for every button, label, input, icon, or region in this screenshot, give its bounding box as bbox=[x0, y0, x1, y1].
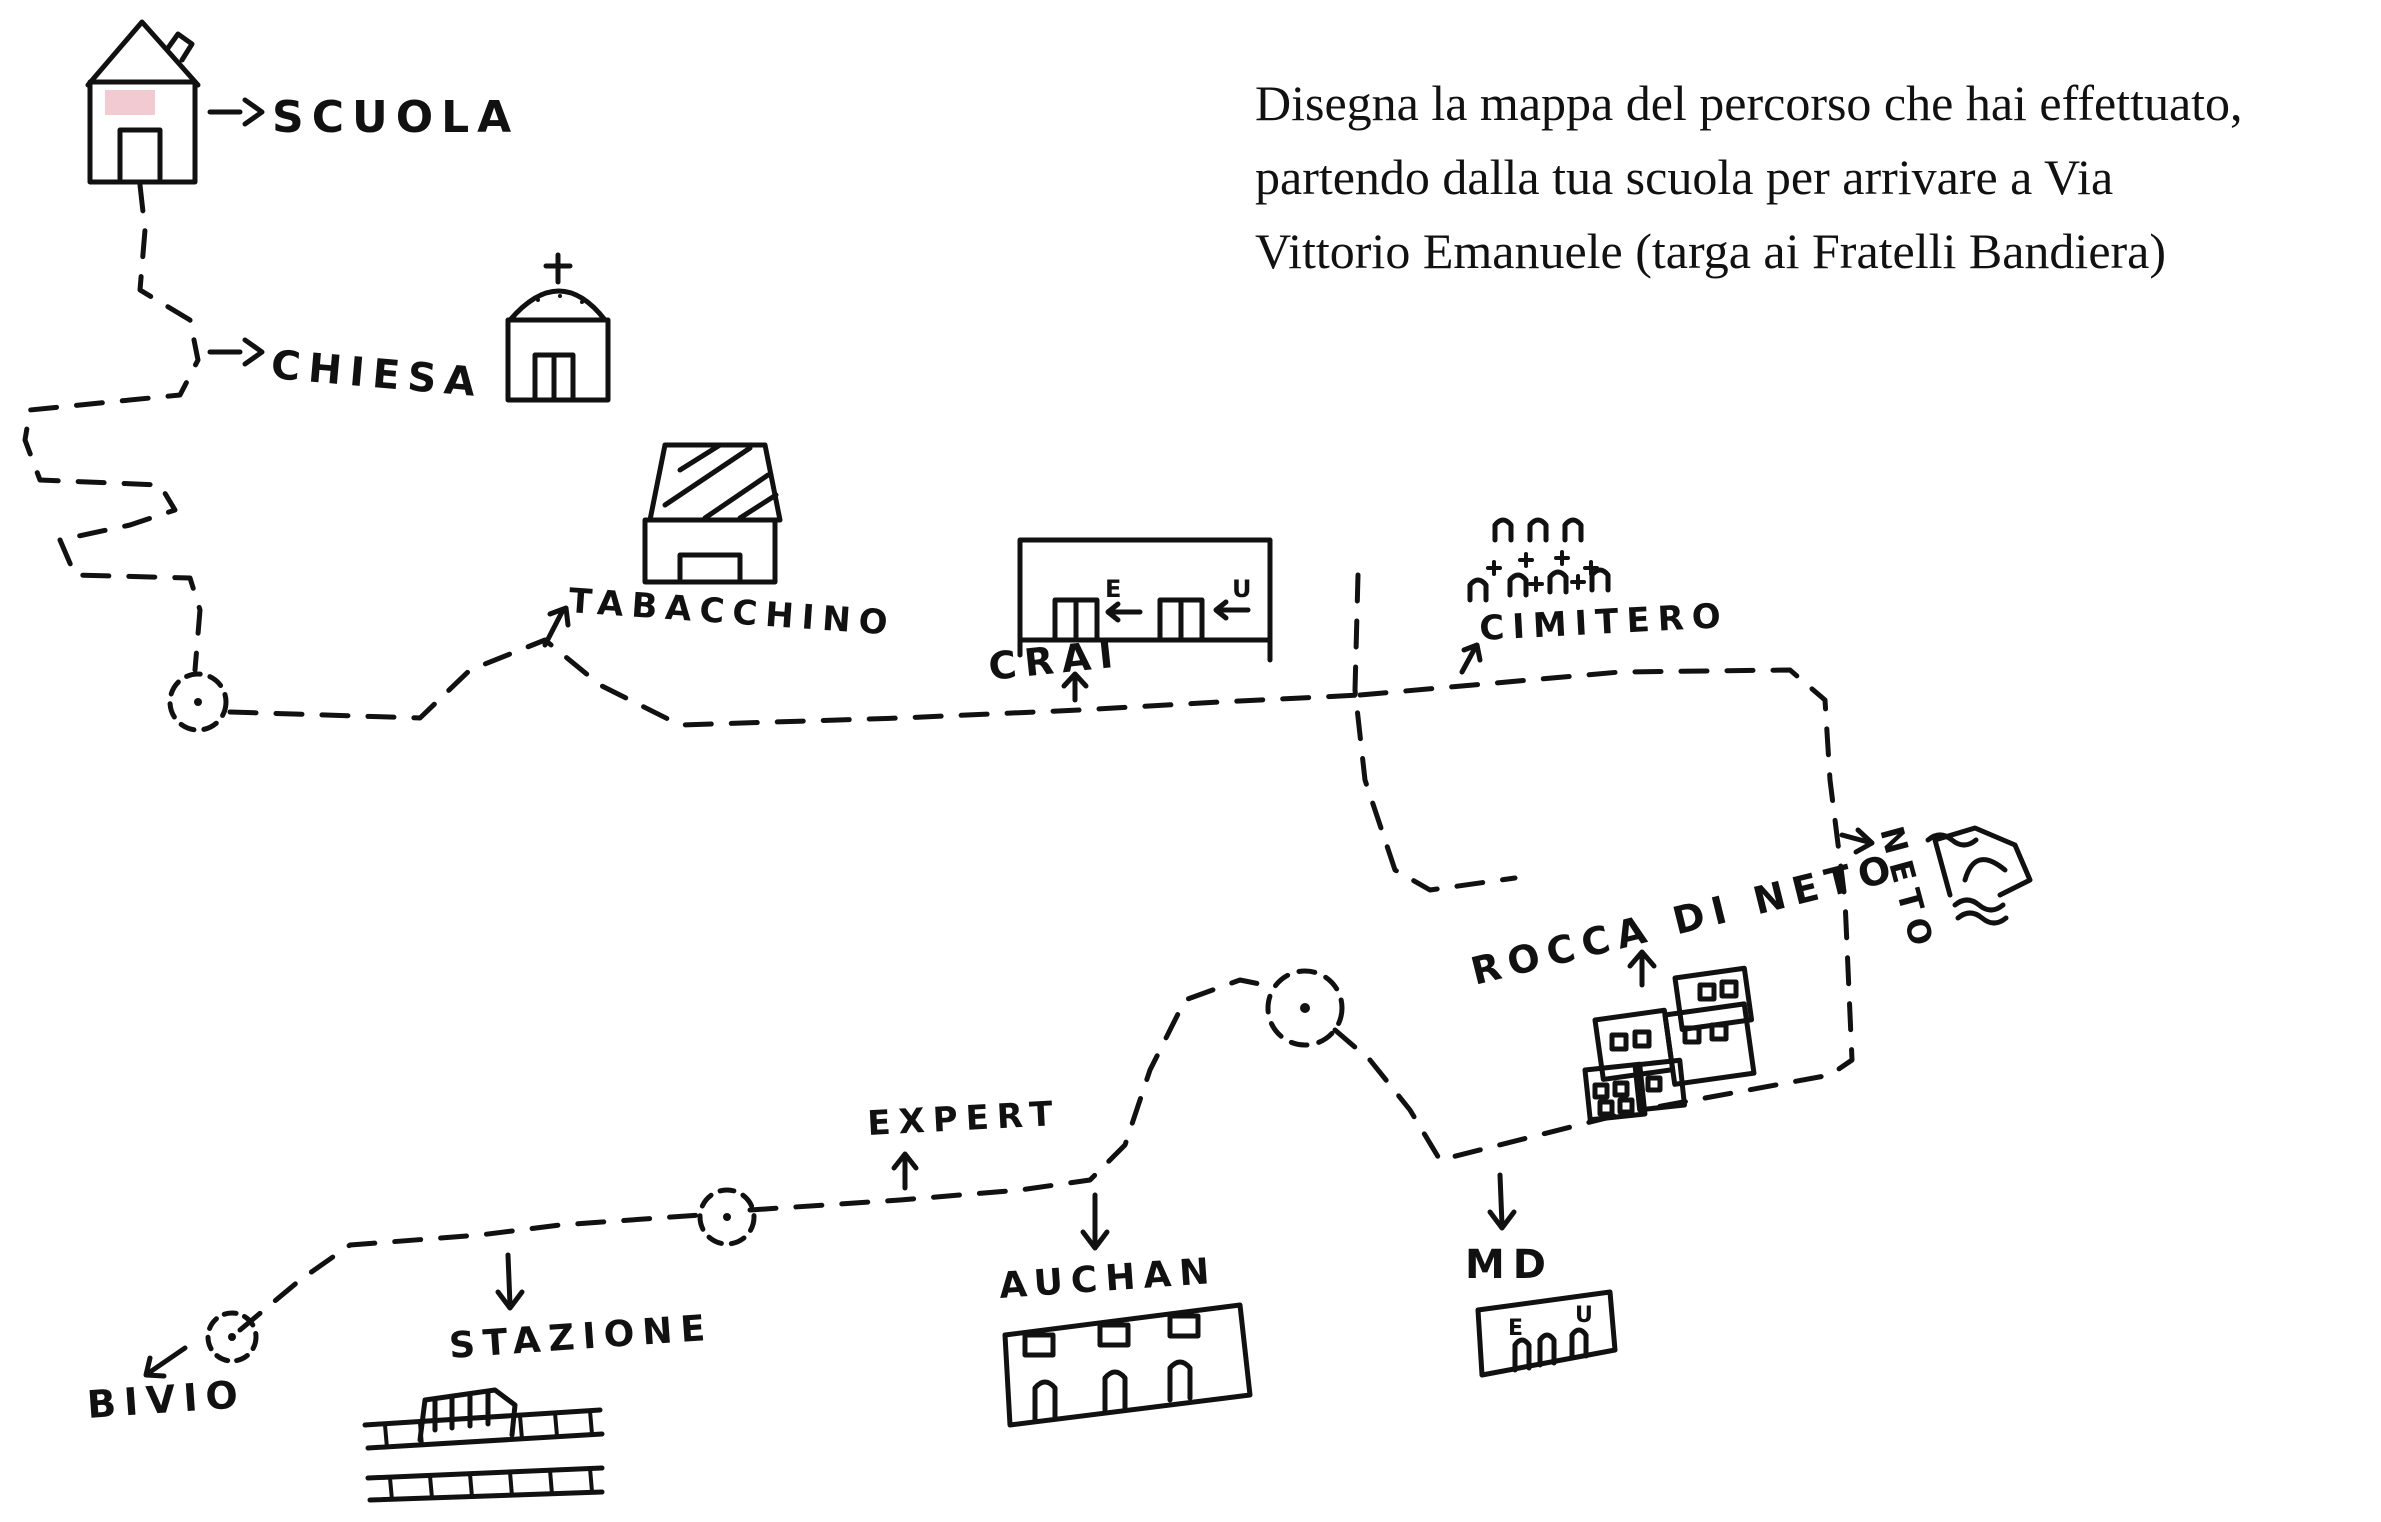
label-stazione: STAZIONE bbox=[448, 1308, 715, 1367]
crai-letter-u: U bbox=[1232, 575, 1252, 603]
river-bridge-icon bbox=[1925, 825, 2033, 926]
roundabouts bbox=[167, 671, 1345, 1364]
hypermarket-auchan-icon bbox=[1002, 1302, 1253, 1428]
town-buildings-icon bbox=[1582, 965, 1757, 1123]
arrow-icon bbox=[1627, 949, 1657, 988]
instruction-line-2: partendo dalla tua scuola per arrivare a… bbox=[1255, 149, 2114, 205]
supermarket-md-icon bbox=[1475, 1289, 1618, 1378]
arrow-icon bbox=[1839, 827, 1875, 855]
label-cimitero: CIMITERO bbox=[1478, 596, 1729, 649]
school-icon bbox=[85, 19, 201, 185]
instruction-line-1: Disegna la mappa del percorso che hai ef… bbox=[1255, 75, 2243, 131]
label-auchan: AUCHAN bbox=[998, 1251, 1219, 1307]
arrow-icon bbox=[891, 1151, 919, 1191]
arrow-icon bbox=[1487, 1172, 1517, 1231]
label-bivio: BIVIO bbox=[86, 1372, 248, 1427]
arrow-icon bbox=[207, 337, 265, 367]
label-md: MD bbox=[1465, 1242, 1554, 1288]
arrow-icon bbox=[1061, 671, 1089, 703]
label-rocca-di-neto: ROCCA DI NETO bbox=[1467, 845, 1903, 994]
supermarket-crai-icon bbox=[1017, 537, 1273, 663]
label-chiesa: CHIESA bbox=[269, 342, 485, 406]
arrow-icon bbox=[1080, 1192, 1110, 1251]
arrow-icon bbox=[1459, 642, 1483, 675]
crai-letter-e: E bbox=[1105, 575, 1121, 603]
instruction-line-3: Vittorio Emanuele (targa ai Fratelli Ban… bbox=[1255, 223, 2167, 279]
train-station-icon bbox=[362, 1387, 605, 1503]
route-path bbox=[22, 182, 1855, 1333]
arrow-icon bbox=[495, 1252, 525, 1311]
arrow-icon bbox=[143, 1345, 188, 1379]
label-crai: CRAI bbox=[986, 631, 1123, 689]
label-expert: EXPERT bbox=[866, 1094, 1061, 1144]
arrow-icon bbox=[542, 605, 571, 648]
label-scuola: SCUOLA bbox=[272, 92, 519, 143]
tobacco-shop-icon bbox=[642, 442, 783, 585]
label-tabacchino: TABACCHINO bbox=[567, 581, 896, 644]
md-letter-e: E bbox=[1508, 1316, 1523, 1341]
cemetery-icon bbox=[1467, 517, 1611, 603]
arrow-icon bbox=[207, 97, 265, 127]
church-icon bbox=[505, 252, 611, 403]
md-letter-u: U bbox=[1575, 1303, 1593, 1328]
instruction-text: Disegna la mappa del percorso che hai ef… bbox=[1255, 66, 2365, 288]
